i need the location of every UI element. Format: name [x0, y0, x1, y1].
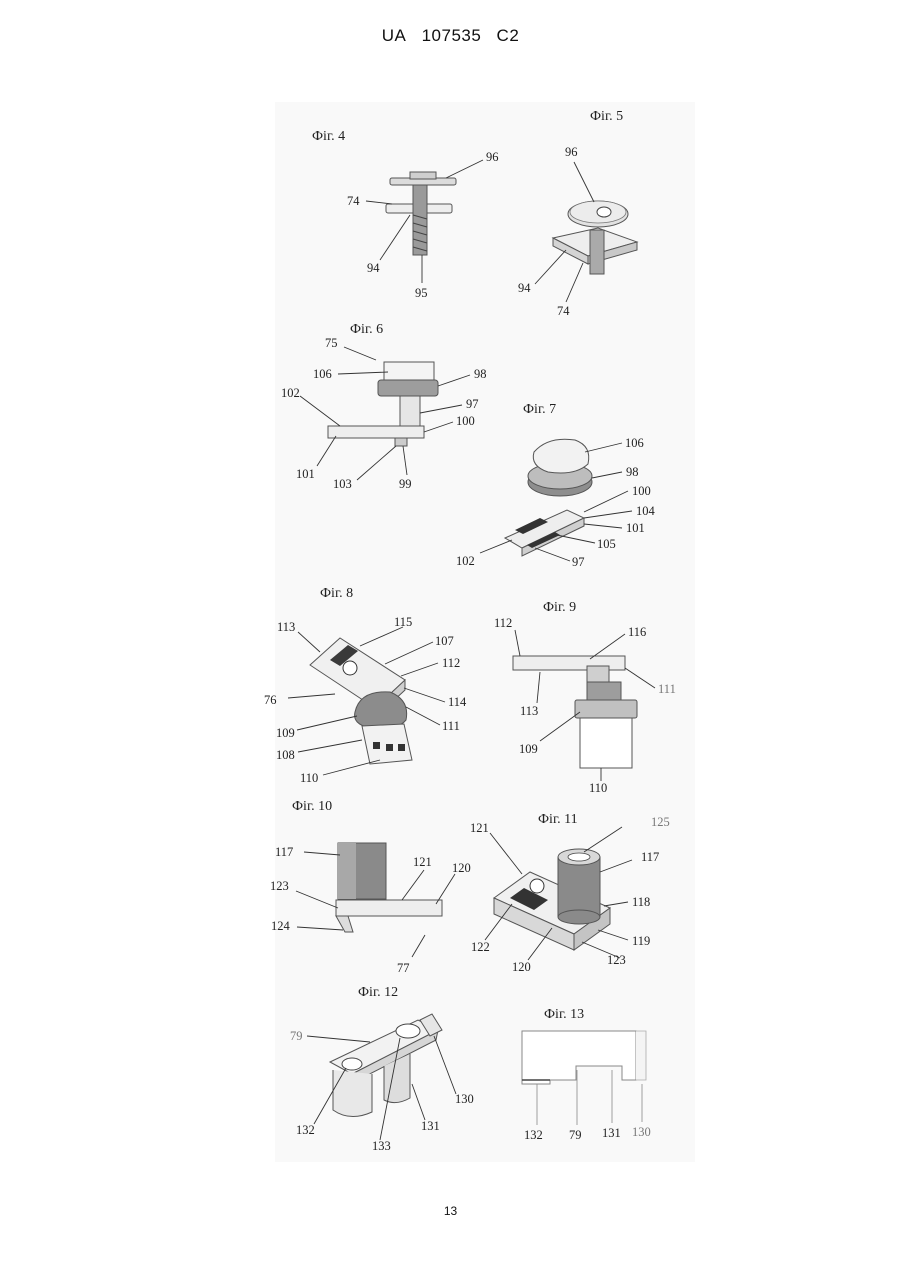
fig8-label-76: 76: [264, 693, 277, 707]
fig8-label-114: 114: [448, 695, 467, 709]
fig13-label-132: 132: [524, 1128, 543, 1142]
fig10-label-77: 77: [397, 961, 410, 975]
fig11-label-125: 125: [651, 815, 670, 829]
fig6-label-100: 100: [456, 414, 475, 428]
fig8-label-108: 108: [276, 748, 295, 762]
fig7-label-98: 98: [626, 465, 639, 479]
fig9-label-112: 112: [494, 616, 512, 630]
fig7-label-97: 97: [572, 555, 585, 569]
fig6-label-75: 75: [325, 336, 338, 350]
fig7-label-106: 106: [625, 436, 644, 450]
fig11-label-119: 119: [632, 934, 650, 948]
fig4-label-95: 95: [415, 286, 428, 300]
fig10-label-117: 117: [275, 845, 293, 859]
fig5-label-96: 96: [565, 145, 578, 159]
fig12-label-133: 133: [372, 1139, 391, 1153]
fig10-label-124: 124: [271, 919, 291, 933]
fig6-label-103: 103: [333, 477, 352, 491]
fig10-label-120: 120: [452, 861, 471, 875]
fig7-label-104: 104: [636, 504, 656, 518]
fig4-label-74: 74: [347, 194, 360, 208]
fig6-label-106: 106: [313, 367, 332, 381]
fig11-label-117: 117: [641, 850, 659, 864]
fig7-label-102: 102: [456, 554, 475, 568]
fig11-label-122: 122: [471, 940, 490, 954]
figure-4-title: Фіг. 4: [312, 129, 345, 144]
fig9-label-109: 109: [519, 742, 538, 756]
fig12-label-132: 132: [296, 1123, 315, 1137]
fig11-label-118: 118: [632, 895, 650, 909]
fig9-label-113: 113: [520, 704, 538, 718]
fig13-label-79: 79: [569, 1128, 582, 1142]
fig4-label-96: 96: [486, 150, 499, 164]
fig6-label-98: 98: [474, 367, 487, 381]
fig13-label-130: 130: [632, 1125, 651, 1139]
fig8-label-115: 115: [394, 615, 412, 629]
fig8-label-113: 113: [277, 620, 295, 634]
figure-10-title: Фіг. 10: [292, 799, 332, 814]
fig11-label-120: 120: [512, 960, 531, 974]
page-number: 13: [0, 1204, 901, 1218]
fig6-label-102: 102: [281, 386, 300, 400]
fig4-label-94: 94: [367, 261, 380, 275]
figure-5-title: Фіг. 5: [590, 109, 623, 124]
figure-12-title: Фіг. 12: [358, 985, 398, 1000]
fig8-label-107: 107: [435, 634, 454, 648]
fig7-label-101: 101: [626, 521, 645, 535]
fig6-label-101: 101: [296, 467, 315, 481]
fig8-label-110: 110: [300, 771, 318, 785]
fig6-label-97: 97: [466, 397, 479, 411]
fig12-label-131: 131: [421, 1119, 440, 1133]
figure-11-title: Фіг. 11: [538, 812, 578, 827]
figure-7-title: Фіг. 7: [523, 402, 556, 417]
fig9-label-116: 116: [628, 625, 646, 639]
figure-6-title: Фіг. 6: [350, 322, 383, 337]
fig10-label-121: 121: [413, 855, 432, 869]
fig8-label-112: 112: [442, 656, 460, 670]
fig8-label-111: 111: [442, 719, 460, 733]
fig12-label-130: 130: [455, 1092, 474, 1106]
fig5-label-94: 94: [518, 281, 531, 295]
fig13-label-131: 131: [602, 1126, 621, 1140]
fig12-label-79: 79: [290, 1029, 303, 1043]
fig9-label-110: 110: [589, 781, 607, 795]
figure-13-title: Фіг. 13: [544, 1007, 584, 1022]
fig9-label-111: 111: [658, 682, 676, 696]
fig11-label-121: 121: [470, 821, 489, 835]
fig6-label-99: 99: [399, 477, 412, 491]
fig5-label-74: 74: [557, 304, 570, 318]
figure-8-title: Фіг. 8: [320, 586, 353, 601]
fig7-label-100: 100: [632, 484, 651, 498]
fig11-label-123: 123: [607, 953, 626, 967]
fig8-label-109: 109: [276, 726, 295, 740]
fig7-label-105: 105: [597, 537, 616, 551]
fig10-label-123: 123: [270, 879, 289, 893]
figure-9-title: Фіг. 9: [543, 600, 576, 615]
